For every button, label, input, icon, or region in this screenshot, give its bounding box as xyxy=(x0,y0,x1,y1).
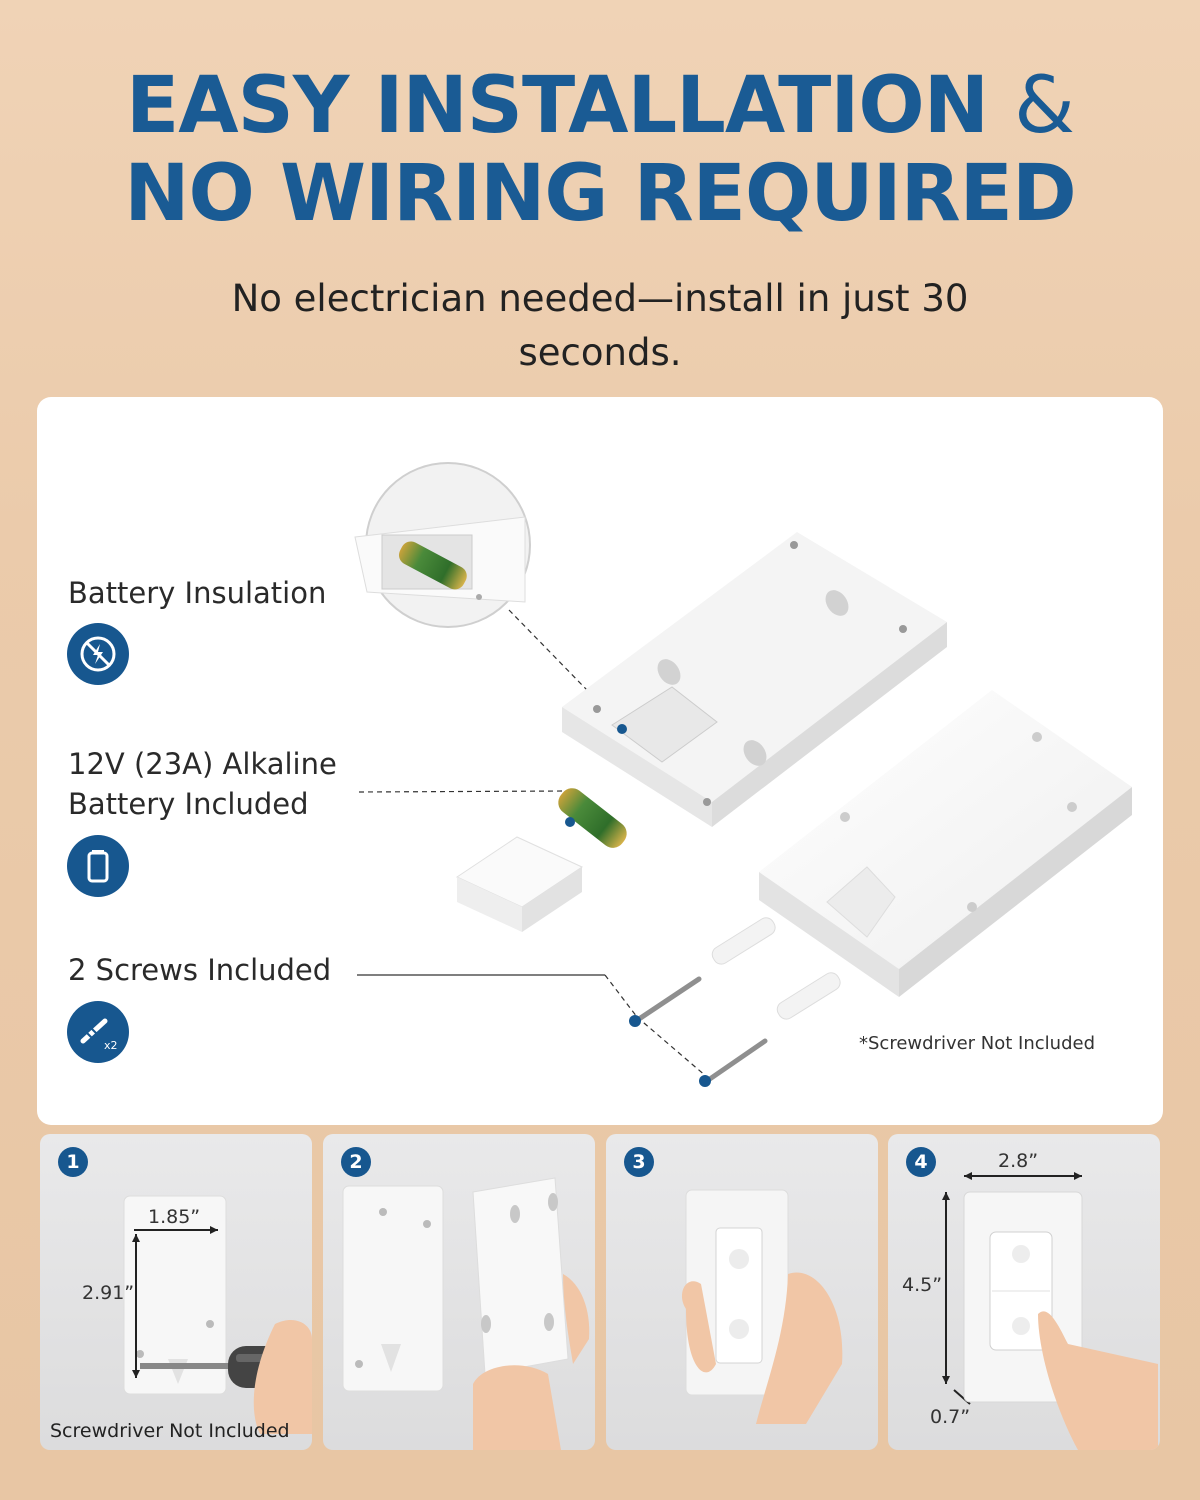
feature-battery-label-line-1: 12V (23A) Alkaline xyxy=(68,747,337,781)
step-4-width-dim: 2.8” xyxy=(998,1150,1039,1172)
step-1-scene xyxy=(123,1195,312,1434)
step-4-height-dim: 4.5” xyxy=(902,1274,943,1296)
step-1-height-dim: 2.91” xyxy=(82,1282,135,1304)
alkaline-battery xyxy=(558,788,627,848)
step-1-width-dim: 1.85” xyxy=(148,1206,201,1228)
switch-back-housing xyxy=(562,532,947,827)
battery-insulation-icon xyxy=(67,623,129,685)
screwdriver-note: *Screwdriver Not Included xyxy=(859,1033,1096,1054)
exploded-product-illustration xyxy=(354,462,1132,1087)
mounting-plate xyxy=(759,690,1132,997)
step-2-number: 2 xyxy=(341,1147,371,1177)
battery-zoom-inset xyxy=(354,462,531,628)
battery-icon xyxy=(67,835,129,897)
step-4-depth-dim: 0.7” xyxy=(930,1406,971,1428)
headline: EASY INSTALLATION & NO WIRING REQUIRED xyxy=(0,62,1200,238)
feature-screws-label: 2 Screws Included xyxy=(68,953,332,987)
feature-battery-label: 12V (23A) Alkaline Battery Included xyxy=(68,744,337,824)
battery-cover xyxy=(455,836,584,932)
step-3-number: 3 xyxy=(624,1147,654,1177)
feature-battery-label-line-2: Battery Included xyxy=(68,787,309,821)
step-2-scene xyxy=(342,1177,590,1450)
headline-line-1: EASY INSTALLATION & xyxy=(126,61,1075,151)
step-1-panel: 1 1.85” 2.91” Screwdriver Not Included xyxy=(40,1134,312,1450)
wall-anchors xyxy=(711,917,841,1020)
step-3-panel: 3 xyxy=(606,1134,878,1450)
step-4-number: 4 xyxy=(906,1147,936,1177)
subheadline: No electrician needed—install in just 30… xyxy=(231,277,969,374)
step-1-number: 1 xyxy=(58,1147,88,1177)
product-illustration-card: Battery Insulation 12V (23A) Alkaline Ba… xyxy=(37,397,1163,1125)
screws xyxy=(629,976,768,1087)
battery-insulation-glyph xyxy=(80,636,116,672)
step-4-scene xyxy=(942,1172,1158,1450)
screw-glyph: x2 xyxy=(80,1018,118,1052)
step-1-caption: Screwdriver Not Included xyxy=(50,1420,290,1442)
step-4-panel: 4 2.8” 4.5” 0.7” xyxy=(888,1134,1160,1450)
headline-line-2: NO WIRING REQUIRED xyxy=(124,149,1076,239)
step-3-scene xyxy=(681,1189,843,1424)
headline-ampersand: & xyxy=(1014,61,1075,151)
feature-battery-insulation-label: Battery Insulation xyxy=(68,576,327,610)
battery-glyph xyxy=(87,850,109,883)
step-2-panel: 2 xyxy=(323,1134,595,1450)
screws-icon: x2 xyxy=(67,1001,129,1063)
screws-count-badge: x2 xyxy=(104,1039,118,1052)
